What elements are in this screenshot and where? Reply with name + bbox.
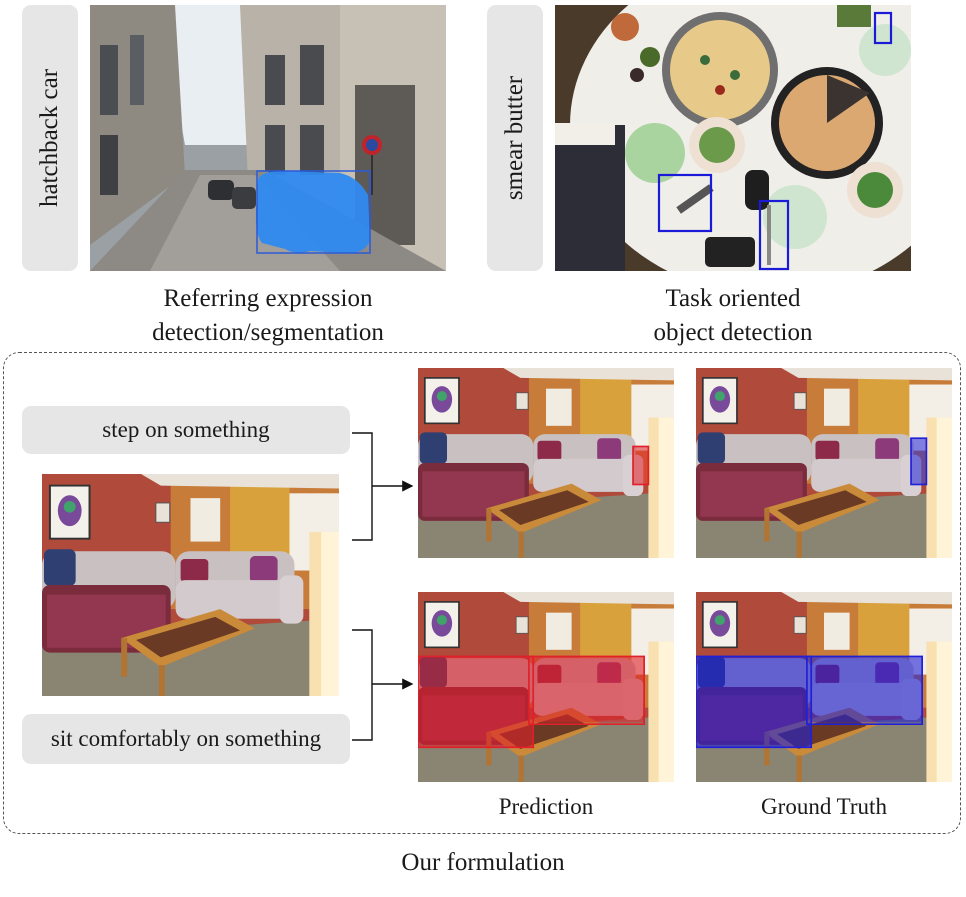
- street-photo: [90, 5, 446, 271]
- prediction-box-stool: [632, 445, 650, 486]
- query-label-hatchback: hatchback car: [22, 5, 78, 271]
- caption-referring-line1: Referring expression: [163, 285, 373, 312]
- prediction-sit-image: [418, 592, 674, 782]
- ground-truth-box-sofa-left: [696, 655, 813, 749]
- input-room-photo: [42, 474, 339, 696]
- prediction-box-sofa-left: [418, 655, 535, 749]
- car-bounding-box: [256, 170, 371, 254]
- caption-referring-line2: detection/segmentation: [152, 319, 384, 346]
- ground-truth-box-sofa-right: [806, 655, 923, 725]
- prediction-box-sofa-right: [528, 655, 645, 725]
- dining-table-photo: [555, 5, 911, 271]
- query-label-smear-butter: smear butter: [487, 5, 543, 271]
- column-label-ground-truth: Ground Truth: [761, 794, 887, 819]
- query-label-text: hatchback car: [36, 68, 63, 208]
- small-utensil-detection-box: [873, 11, 893, 45]
- column-label-prediction: Prediction: [498, 794, 594, 819]
- ground-truth-box-stool: [910, 437, 928, 486]
- query-label-text: smear butter: [501, 75, 528, 201]
- query-sit-comfortably: sit comfortably on something: [22, 714, 350, 764]
- fork-detection-box: [758, 199, 790, 271]
- ground-truth-sit-image: [696, 592, 952, 782]
- connector-brackets: [352, 432, 414, 741]
- car-segmentation-mask: [255, 171, 370, 253]
- caption-task-line2: object detection: [653, 319, 813, 346]
- ground-truth-step-image: [696, 368, 952, 558]
- prediction-step-image: [418, 368, 674, 558]
- caption-task-line1: Task oriented: [665, 285, 801, 312]
- formulation-panel: [3, 352, 961, 834]
- caption-task-oriented: Task oriented object detection: [555, 282, 911, 350]
- caption-referring: Referring expression detection/segmentat…: [90, 282, 446, 350]
- query-step-text: step on something: [102, 417, 270, 442]
- query-step-on-something: step on something: [22, 406, 350, 454]
- formulation-title: Our formulation: [401, 849, 565, 876]
- query-sit-text: sit comfortably on something: [50, 726, 322, 751]
- knife-detection-box: [657, 173, 713, 233]
